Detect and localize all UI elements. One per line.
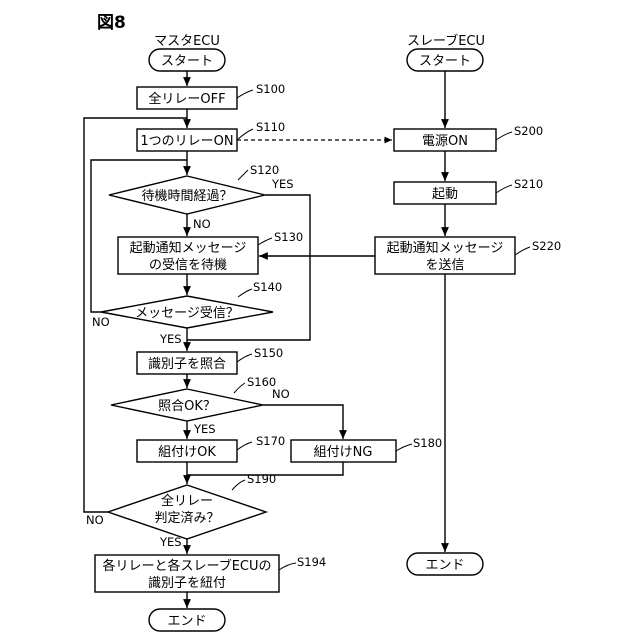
- step-label-s180: S180: [413, 436, 442, 450]
- svg-text:起動: 起動: [432, 187, 458, 202]
- svg-text:エンド: エンド: [425, 558, 464, 573]
- svg-text:識別子を照合: 識別子を照合: [148, 357, 226, 372]
- slave-start-terminal: スタート: [407, 49, 483, 71]
- decision-s120: 待機時間経過？: [109, 176, 265, 214]
- s120-yes-label: YES: [271, 177, 294, 191]
- step-label-s190: S190: [247, 472, 276, 486]
- svg-text:1つのリレーON: 1つのリレーON: [140, 134, 233, 149]
- master-ecu-header: マスタECU: [154, 34, 220, 49]
- step-s194-box: 各リレーと各スレーブECUの 識別子を紐付: [95, 555, 279, 592]
- svg-text:の受信を待機: の受信を待機: [149, 258, 227, 273]
- svg-text:全リレーOFF: 全リレーOFF: [148, 91, 225, 107]
- svg-text:各リレーと各スレーブECUの: 各リレーと各スレーブECUの: [102, 558, 271, 574]
- figure-title: 図8: [97, 13, 126, 33]
- step-label-s194: S194: [297, 555, 326, 569]
- step-label-s130: S130: [274, 230, 303, 244]
- step-label-s200: S200: [514, 124, 543, 138]
- step-s150-box: 識別子を照合: [137, 352, 237, 374]
- svg-text:待機時間経過？: 待機時間経過？: [141, 189, 232, 204]
- svg-text:起動通知メッセージ: 起動通知メッセージ: [130, 240, 247, 256]
- decision-s190: 全リレー 判定済み？: [108, 485, 266, 539]
- decision-s140: メッセージ受信？: [101, 296, 273, 328]
- step-s220-box: 起動通知メッセージ を送信: [375, 237, 515, 274]
- svg-text:を送信: を送信: [425, 258, 464, 273]
- s190-no-label: NO: [86, 513, 104, 527]
- step-label-s100: S100: [256, 82, 285, 96]
- svg-text:識別子を紐付: 識別子を紐付: [148, 576, 226, 591]
- step-label-s120: S120: [250, 163, 279, 177]
- step-s170-box: 組付けOK: [137, 440, 237, 462]
- step-label-s210: S210: [514, 177, 543, 191]
- svg-text:スタート: スタート: [419, 54, 471, 69]
- s140-no-label: NO: [92, 315, 110, 329]
- step-label-s110: S110: [256, 120, 285, 134]
- decision-s160: 照合OK？: [111, 389, 263, 421]
- s160-yes-label: YES: [193, 422, 216, 436]
- svg-text:判定済み？: 判定済み？: [154, 510, 219, 526]
- svg-text:組付けOK: 組付けOK: [158, 445, 216, 460]
- step-s200-box: 電源ON: [394, 129, 496, 151]
- step-label-s150: S150: [254, 346, 283, 360]
- svg-text:電源ON: 電源ON: [422, 134, 468, 149]
- svg-text:組付けNG: 組付けNG: [314, 445, 373, 460]
- s190-yes-label: YES: [159, 535, 182, 549]
- s120-no-label: NO: [193, 217, 211, 231]
- s140-yes-label: YES: [159, 332, 182, 346]
- step-label-s140: S140: [253, 280, 282, 294]
- svg-text:起動通知メッセージ: 起動通知メッセージ: [387, 240, 504, 256]
- step-s180-box: 組付けNG: [291, 440, 396, 462]
- slave-ecu-header: スレーブECU: [407, 33, 485, 49]
- step-label-s220: S220: [532, 239, 561, 253]
- svg-text:全リレー: 全リレー: [161, 493, 213, 509]
- slave-end-terminal: エンド: [407, 553, 483, 575]
- svg-text:照合OK？: 照合OK？: [158, 399, 216, 414]
- step-s100-box: 全リレーOFF: [137, 87, 237, 109]
- master-start-terminal: スタート: [149, 49, 225, 71]
- master-end-terminal: エンド: [149, 609, 225, 631]
- s160-no-label: NO: [272, 387, 290, 401]
- step-s130-box: 起動通知メッセージ の受信を待機: [118, 237, 258, 274]
- svg-text:メッセージ受信？: メッセージ受信？: [135, 306, 239, 321]
- step-s110-box: 1つのリレーON: [137, 129, 237, 151]
- svg-text:エンド: エンド: [167, 614, 206, 629]
- step-s210-box: 起動: [394, 182, 496, 204]
- step-label-s170: S170: [256, 434, 285, 448]
- svg-text:スタート: スタート: [161, 54, 213, 69]
